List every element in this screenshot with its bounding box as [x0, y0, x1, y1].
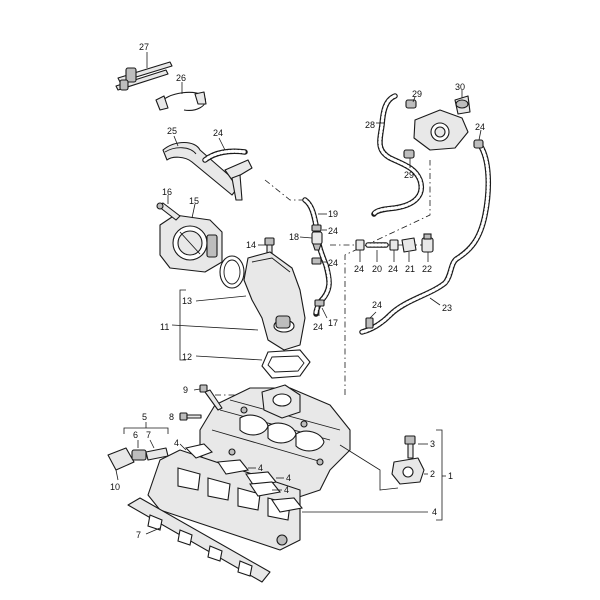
callout-18: 18 — [289, 232, 299, 242]
callout-26: 26 — [176, 73, 186, 83]
callout-14: 14 — [246, 240, 256, 250]
part-24-fitting-d[interactable] — [355, 239, 365, 262]
callout-21: 21 — [405, 264, 415, 274]
callout-2: 2 — [430, 469, 435, 479]
part-24-connector-b[interactable] — [311, 257, 327, 265]
part-9-bolt[interactable] — [193, 384, 223, 411]
part-4-gasket-a[interactable] — [179, 443, 213, 459]
callout-24-upper: 24 — [213, 128, 223, 138]
callout-11: 11 — [160, 322, 169, 332]
part-21-valve[interactable] — [401, 237, 417, 262]
part-7-seal-strip[interactable] — [127, 497, 271, 583]
part-24-connector-a[interactable] — [311, 224, 327, 232]
part-15-throttle-body[interactable] — [159, 203, 223, 273]
part-20-hose-short[interactable] — [365, 242, 389, 262]
callout-10: 10 — [110, 482, 120, 492]
part-6-sensor[interactable] — [107, 447, 169, 471]
callout-7-upper: 7 — [146, 430, 151, 440]
part-12-gasket[interactable] — [195, 349, 311, 379]
callout-29-lower: 29 — [404, 170, 414, 180]
callout-29-upper: 29 — [412, 89, 422, 99]
callout-3: 3 — [430, 439, 435, 449]
bracket-11-13 — [179, 289, 186, 361]
callout-24-g: 24 — [313, 322, 323, 332]
callout-24-e: 24 — [388, 264, 398, 274]
part-4-gasket-b[interactable] — [217, 459, 256, 475]
part-24-connector-c[interactable] — [314, 299, 325, 316]
part-29-clip-upper[interactable] — [405, 96, 417, 109]
bracket-1 — [436, 429, 446, 521]
part-4-gasket-e[interactable] — [271, 497, 428, 513]
part-18-connector[interactable] — [299, 231, 323, 251]
part-2-sensor-bracket[interactable] — [339, 444, 428, 491]
part-28-hose[interactable] — [371, 93, 424, 217]
part-8-bolt[interactable] — [179, 412, 202, 421]
assembly-line-hose — [264, 179, 310, 201]
callout-7-lower: 7 — [136, 530, 141, 540]
callout-9: 9 — [183, 385, 188, 395]
callout-8: 8 — [169, 412, 174, 422]
throttle-gasket-ring[interactable] — [219, 255, 245, 289]
callout-4-d: 4 — [284, 485, 289, 495]
callout-4-e: 4 — [432, 507, 437, 517]
part-25-intake-hose[interactable] — [162, 135, 241, 196]
callout-23: 23 — [442, 303, 452, 313]
callout-30: 30 — [455, 82, 465, 92]
part-26-hose-clamp[interactable] — [155, 82, 207, 111]
callout-4-b: 4 — [258, 463, 263, 473]
part-29-clip-lower[interactable] — [403, 149, 415, 168]
callout-4-c: 4 — [286, 473, 291, 483]
callout-24-h: 24 — [475, 122, 485, 132]
callout-24-c: 24 — [328, 258, 338, 268]
part-22-sensor[interactable] — [421, 233, 434, 262]
part-16-bolt[interactable] — [156, 195, 181, 221]
part-24-clip-right[interactable] — [473, 129, 484, 149]
bracket-5 — [123, 422, 169, 449]
callout-6: 6 — [133, 430, 138, 440]
part-30-valve-assembly[interactable] — [413, 90, 471, 151]
callout-12: 12 — [182, 352, 192, 362]
part-4-gasket-d[interactable] — [249, 481, 282, 497]
part-19-hose[interactable] — [302, 197, 327, 228]
callout-27: 27 — [139, 42, 149, 52]
callout-5: 5 — [142, 412, 147, 422]
callout-28: 28 — [365, 120, 375, 130]
part-17-hose[interactable] — [313, 227, 332, 319]
callout-24-f: 24 — [372, 300, 382, 310]
callout-16: 16 — [162, 187, 172, 197]
part-13-elbow-flange — [195, 295, 247, 302]
callout-15: 15 — [189, 196, 199, 206]
part-3-bolt[interactable] — [404, 435, 428, 459]
callout-labels: 27 26 25 24 16 15 19 24 18 14 24 24 20 2… — [110, 42, 485, 540]
assembly-line-main — [344, 160, 431, 395]
callout-24-d: 24 — [354, 264, 364, 274]
callout-1: 1 — [448, 471, 453, 481]
part-24-vacuum-line-upper[interactable] — [202, 137, 253, 201]
part-24-fitting-f[interactable] — [365, 311, 377, 329]
callout-22: 22 — [422, 264, 432, 274]
callout-17: 17 — [328, 318, 338, 328]
part-24-fitting-e[interactable] — [389, 239, 399, 262]
callout-24-b: 24 — [328, 226, 338, 236]
callout-4-a: 4 — [174, 438, 179, 448]
callout-13: 13 — [182, 296, 192, 306]
part-23-hose[interactable] — [359, 142, 492, 335]
callout-20: 20 — [372, 264, 382, 274]
part-10-connector — [115, 469, 119, 481]
callout-19: 19 — [328, 209, 338, 219]
part-27-cable-clips[interactable] — [115, 52, 173, 91]
callout-25: 25 — [167, 126, 177, 136]
part-11-intake-elbow[interactable] — [171, 251, 306, 351]
